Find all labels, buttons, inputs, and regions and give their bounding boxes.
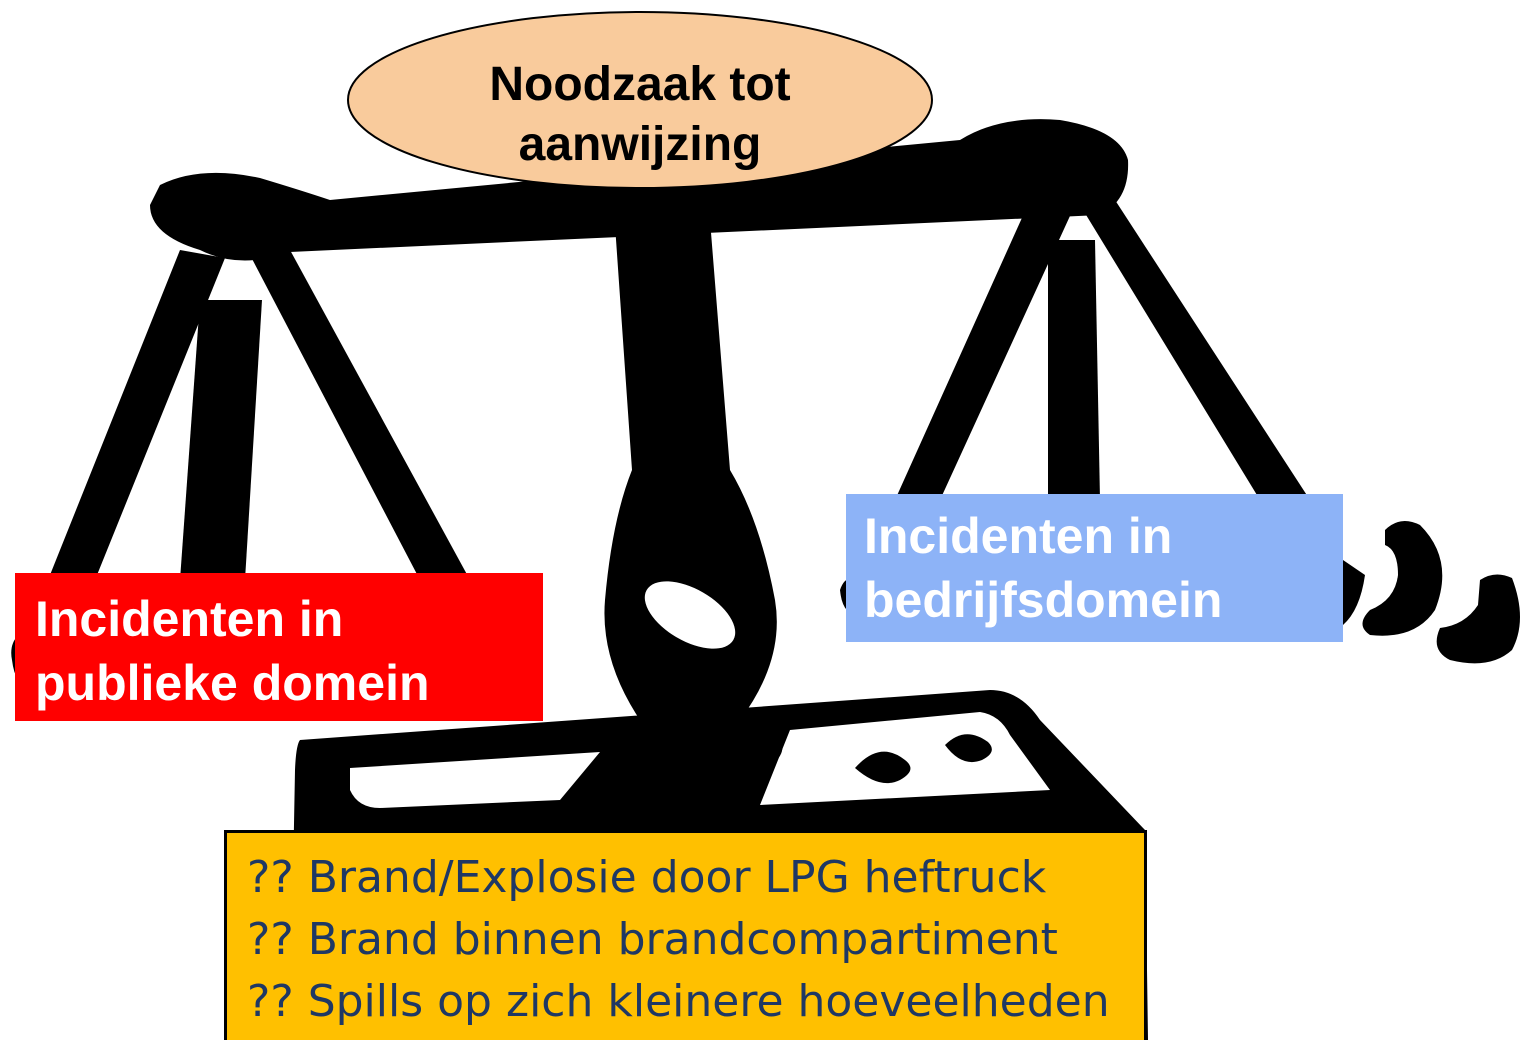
- example-item: ?? Brand binnen brandcompartiment: [247, 914, 1058, 965]
- company-domain-box: Incidenten in bedrijfsdomein: [846, 494, 1343, 642]
- right-pan-string-right: [1080, 200, 1310, 500]
- right-hook-2: [1436, 574, 1520, 664]
- company-domain-line2: bedrijfsdomein: [864, 572, 1223, 628]
- right-hook: [1362, 521, 1443, 636]
- left-pan-string-middle: [180, 300, 262, 580]
- right-pan-string-middle: [1048, 240, 1100, 500]
- central-label-ellipse: [347, 11, 933, 189]
- scale-post-hole: [644, 581, 736, 649]
- scale-base-highlight-2: [760, 712, 1050, 805]
- scale-beam: [150, 119, 1129, 261]
- right-pan-rim-2: [1343, 560, 1365, 625]
- left-pan-string-right: [250, 250, 470, 580]
- scale-base-notch: [855, 751, 911, 784]
- company-domain-line1: Incidenten in: [864, 508, 1173, 564]
- examples-box: ?? Brand/Explosie door LPG heftruck ?? B…: [224, 830, 1147, 1040]
- central-label: Noodzaak tot aanwijzing: [348, 40, 932, 190]
- central-label-line2: aanwijzing: [518, 118, 762, 171]
- scale-base-highlight: [350, 752, 600, 808]
- example-item: ?? Brand/Explosie door LPG heftruck: [247, 852, 1047, 903]
- public-domain-line1: Incidenten in: [35, 591, 344, 647]
- public-domain-box: Incidenten in publieke domein: [15, 573, 543, 721]
- scale-post: [603, 220, 783, 770]
- left-pan-string-left: [48, 250, 225, 580]
- scale-base-notch-2: [945, 734, 992, 763]
- right-pan-string-left: [895, 200, 1075, 500]
- public-domain-line2: publieke domein: [35, 655, 430, 711]
- example-item: ?? Spills op zich kleinere hoeveelheden: [247, 976, 1110, 1027]
- central-label-line1: Noodzaak tot: [489, 58, 791, 111]
